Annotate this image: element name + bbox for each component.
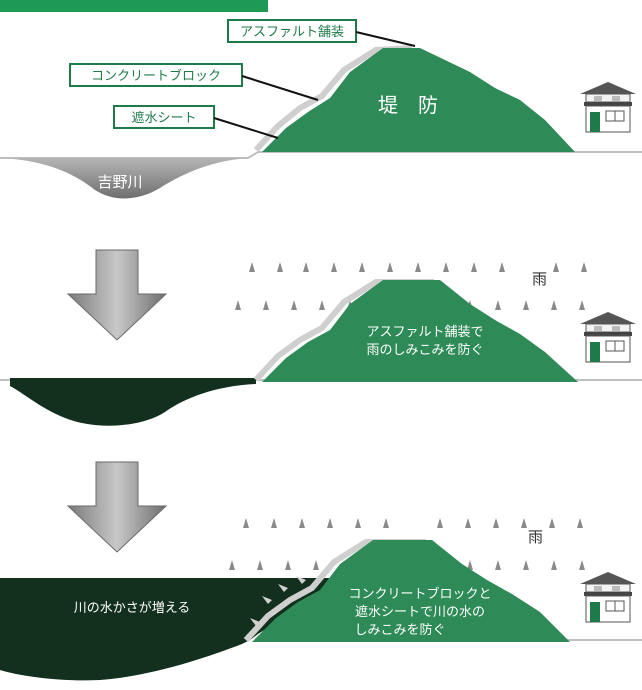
callout-asphalt-text: アスファルト舗装 <box>240 25 344 40</box>
embankment-text-1: アスファルト舗装で <box>366 325 483 340</box>
header-band <box>0 0 268 12</box>
embankment <box>252 540 570 642</box>
embankment-text-1: コンクリートブロックと <box>348 586 491 602</box>
down-arrow-icon <box>66 461 168 553</box>
river-water <box>10 378 256 426</box>
embankment-label: 堤 防 <box>378 93 438 117</box>
callout-sheet-line <box>213 117 279 139</box>
down-arrow-icon <box>66 249 168 341</box>
house-icon <box>579 571 637 623</box>
callout-concrete <box>69 63 243 87</box>
water-text: 川の水かさが増える <box>74 601 191 616</box>
embankment-text-2: 雨のしみこみを防ぐ <box>366 342 483 358</box>
river-label: 吉野川 <box>97 173 142 191</box>
embankment-text-3: しみこみを防ぐ <box>354 622 445 638</box>
house-icon <box>579 81 637 133</box>
callout-concrete-line <box>241 75 319 101</box>
rain-drops <box>229 518 585 570</box>
callout-sheet <box>113 105 215 129</box>
rain-label: 雨 <box>532 270 547 288</box>
embankment <box>262 280 578 382</box>
embankment-text-2: 遮水シートで川の水の <box>355 604 485 620</box>
panel-2: 雨 アスファルト舗装で 雨のしみこみを防ぐ <box>0 262 642 426</box>
callout-sheet-text: 遮水シート <box>131 110 196 126</box>
callout-asphalt <box>227 19 357 43</box>
callout-concrete-text: コンクリートブロック <box>91 68 221 84</box>
embankment <box>262 48 575 152</box>
seepage-arrows <box>250 576 306 626</box>
river <box>0 158 250 199</box>
house-icon <box>579 311 637 363</box>
flood-water <box>0 578 330 681</box>
panel-1: 堤 防 吉野川 アスファルト舗装 コンクリートブロック 遮水シート <box>0 19 642 199</box>
rain-label: 雨 <box>528 528 543 546</box>
panel-3: 雨 川の水かさが増える コンクリートブロックと 遮水シートで川の水の しみこみを… <box>0 518 642 681</box>
callout-asphalt-line <box>355 31 416 47</box>
